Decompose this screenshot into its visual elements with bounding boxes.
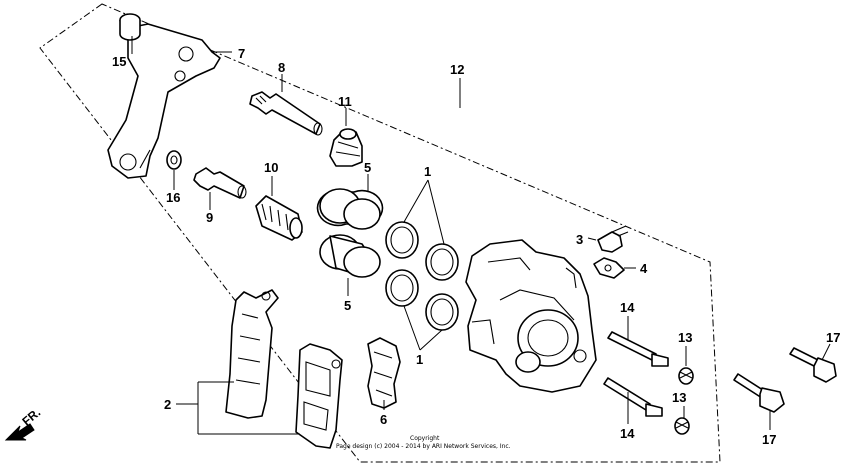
caliper-bracket-part[interactable]: [107, 23, 221, 179]
copyright-notice: Page design (c) 2004 - 2014 by ARI Netwo…: [336, 443, 511, 450]
bleeder-cap-part[interactable]: [593, 257, 625, 279]
caliper-mounting-bolt-lower-part[interactable]: [733, 373, 785, 413]
callout-12: 12: [450, 62, 464, 77]
pad-pin-plug-lower-part[interactable]: [674, 417, 690, 435]
callout-4: 4: [640, 261, 648, 276]
brake-pad-inner-part[interactable]: [295, 343, 343, 449]
brake-pad-outer-part[interactable]: [225, 289, 279, 419]
callout-14-bottom: 14: [620, 426, 635, 441]
pad-spring-part[interactable]: [367, 337, 401, 409]
piston-upper-part[interactable]: [316, 188, 384, 230]
pin-bolt-upper-part[interactable]: [249, 91, 323, 136]
callout-5-bottom: 5: [344, 298, 351, 313]
leader-lines: [131, 36, 831, 435]
callout-15: 15: [112, 54, 126, 69]
piston-seals-part[interactable]: [385, 221, 459, 331]
callout-14-top: 14: [620, 300, 635, 315]
callout-7: 7: [238, 46, 245, 61]
pin-bolt-lower-part[interactable]: [193, 167, 247, 199]
bleeder-screw-part[interactable]: [597, 225, 629, 253]
front-label: FR.: [19, 405, 43, 428]
callout-1-top: 1: [424, 164, 431, 179]
callout-5-top: 5: [364, 160, 371, 175]
pin-boot-lower-part[interactable]: [255, 195, 303, 241]
pad-pin-lower-part[interactable]: [603, 377, 663, 417]
front-direction-marker: FR.: [4, 405, 43, 441]
callout-17-bottom: 17: [762, 432, 776, 447]
callout-10: 10: [264, 160, 278, 175]
bracket-bushing-part[interactable]: [119, 13, 141, 41]
callout-13-bottom: 13: [672, 390, 686, 405]
callout-2: 2: [164, 397, 171, 412]
caliper-mounting-bolt-upper-part[interactable]: [789, 347, 837, 383]
pad-pin-plug-upper-part[interactable]: [678, 367, 694, 385]
callout-8: 8: [278, 60, 285, 75]
pin-boot-upper-part[interactable]: [329, 128, 363, 167]
washer-part[interactable]: [166, 150, 182, 170]
caliper-assembly-boundary: [39, 3, 721, 463]
callout-13-top: 13: [678, 330, 692, 345]
front-arrow-icon: [4, 423, 35, 441]
copyright-title: Copyright: [410, 435, 440, 442]
callout-3: 3: [576, 232, 583, 247]
piston-lower-part[interactable]: [319, 234, 381, 278]
callout-16: 16: [166, 190, 180, 205]
callout-6: 6: [380, 412, 387, 427]
callout-9: 9: [206, 210, 213, 225]
callout-1-bottom: 1: [416, 352, 423, 367]
callout-11: 11: [338, 94, 352, 109]
callout-17-top: 17: [826, 330, 840, 345]
caliper-body[interactable]: [465, 239, 597, 393]
pad-pin-upper-part[interactable]: [607, 331, 669, 367]
